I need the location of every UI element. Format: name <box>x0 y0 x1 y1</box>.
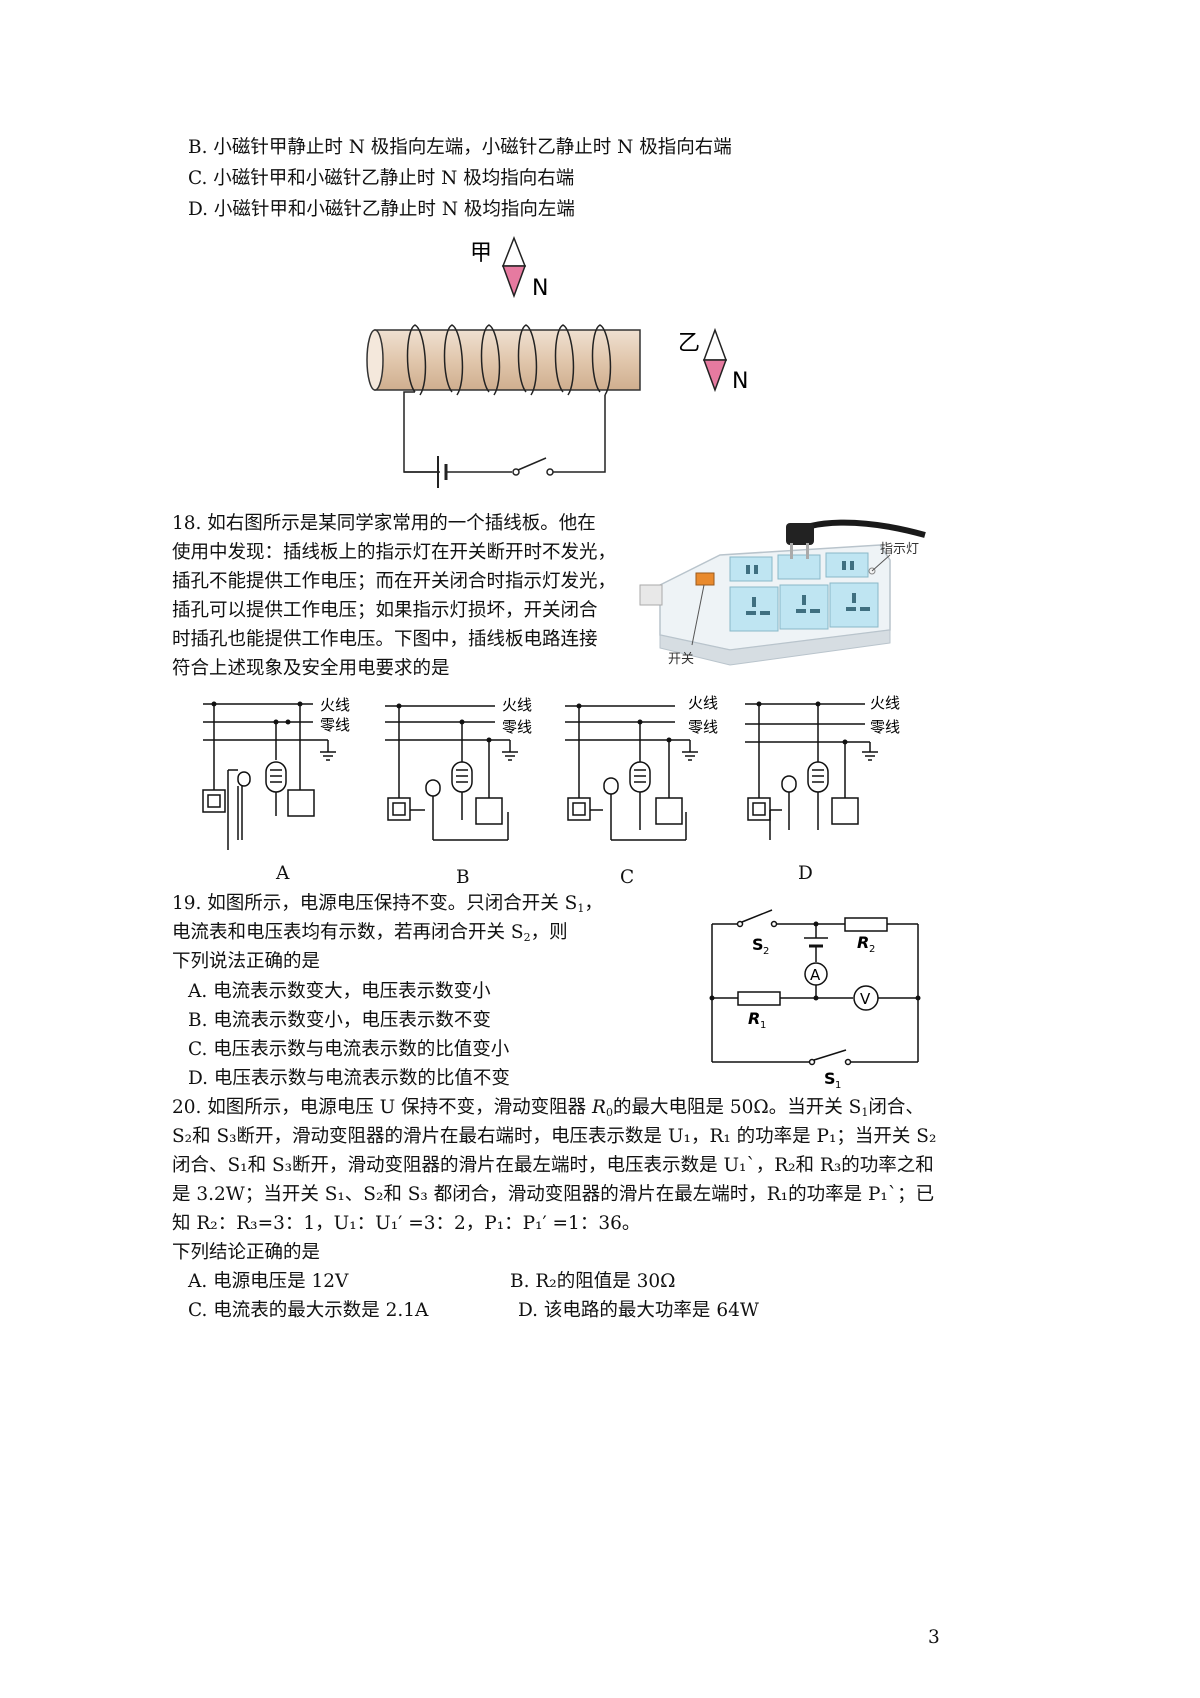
svg-text:1: 1 <box>760 1020 766 1031</box>
q18-line-4: 插孔可以提供工作电压；如果指示灯损坏，开关闭合 <box>172 600 598 621</box>
label-yi: 乙 <box>678 331 700 356</box>
label-n-jia: N <box>532 276 548 301</box>
q17-option-c: C. 小磁针甲和小磁针乙静止时 N 极均指向右端 <box>188 168 575 189</box>
q19-line-1: 19. 如图所示，电源电压保持不变。只闭合开关 S1， <box>172 893 603 915</box>
q20-line-6: 下列结论正确的是 <box>172 1242 321 1263</box>
label-jia: 甲 <box>470 241 492 266</box>
q19-option-b: B. 电流表示数变小，电压表示数不变 <box>188 1010 491 1031</box>
iron-rod <box>366 329 641 391</box>
solenoid-figure: 甲 N 乙 N <box>366 235 748 488</box>
q20-line-4: 是 3.2W；当开关 S₁、S₂和 S₃ 都闭合，滑动变阻器的滑片在最左端时，R… <box>172 1184 935 1205</box>
live-label-d: 火线 <box>870 694 900 712</box>
q19-line-3: 下列说法正确的是 <box>172 951 321 972</box>
q20-option-c: C. 电流表的最大示数是 2.1A <box>188 1300 429 1321</box>
q17-option-b: B. 小磁针甲静止时 N 极指向左端，小磁针乙静止时 N 极指向右端 <box>188 137 732 158</box>
circuit-a-label: A <box>276 863 290 884</box>
circuit-option-d: 火线 零线 <box>745 694 900 840</box>
page-number: 3 <box>928 1627 940 1648</box>
svg-text:R: R <box>857 933 869 952</box>
q18-line-6: 符合上述现象及安全用电要求的是 <box>172 658 450 679</box>
q18-line-5: 时插孔也能提供工作电压。下图中，插线板电路连接 <box>172 629 598 650</box>
q20-line-5: 知 R₂：R₃=3：1，U₁：U₁′ =3：2，P₁：P₁′ =1：36。 <box>172 1213 641 1234</box>
compass-yi-icon <box>702 327 728 393</box>
plug-icon <box>786 523 814 559</box>
circuit-c-label: C <box>620 867 635 888</box>
switch-label: 开关 <box>668 652 694 667</box>
circuit-option-b: 火线 零线 <box>385 696 532 841</box>
q17-option-d: D. 小磁针甲和小磁针乙静止时 N 极均指向左端 <box>188 199 575 220</box>
svg-text:S: S <box>752 935 764 954</box>
live-label-a: 火线 <box>320 696 350 714</box>
neutral-label-c: 零线 <box>688 718 718 736</box>
neutral-label-a: 零线 <box>320 716 350 734</box>
neutral-label-d: 零线 <box>870 718 900 736</box>
svg-text:2: 2 <box>869 944 875 955</box>
q20-option-b: B. R₂的阻值是 30Ω <box>510 1271 676 1292</box>
q20-option-d: D. 该电路的最大功率是 64W <box>518 1300 759 1321</box>
ammeter-icon: A <box>810 966 821 984</box>
q18-line-2: 使用中发现：插线板上的指示灯在开关断开时不发光， <box>172 542 617 563</box>
svg-text:1: 1 <box>835 1080 841 1091</box>
q20-line-1: 20. 如图所示，电源电压 U 保持不变，滑动变阻器 R0的最大电阻是 50Ω。… <box>172 1097 924 1119</box>
q20-line-2: S₂和 S₃断开，滑动变阻器的滑片在最右端时，电压表示数是 U₁，R₁ 的功率是… <box>172 1126 937 1147</box>
q20-option-a: A. 电源电压是 12V <box>188 1271 349 1292</box>
circuit-d-label: D <box>798 863 813 884</box>
q19-option-d: D. 电压表示数与电流表示数的比值不变 <box>188 1068 510 1089</box>
battery-icon <box>404 456 512 488</box>
svg-text:2: 2 <box>763 946 769 957</box>
neutral-label-b: 零线 <box>502 718 532 736</box>
svg-text:S: S <box>824 1069 836 1088</box>
live-label-c: 火线 <box>688 694 718 712</box>
indicator-label: 指示灯 <box>880 542 919 557</box>
svg-text:R: R <box>748 1009 760 1028</box>
label-n-yi: N <box>732 369 748 394</box>
q19-option-a: A. 电流表示数变大，电压表示数变小 <box>188 981 491 1002</box>
circuit-b-label: B <box>456 867 470 888</box>
q19-option-c: C. 电压表示数与电流表示数的比值变小 <box>188 1039 510 1060</box>
q20-line-3: 闭合、S₁和 S₃断开，滑动变阻器的滑片在最左端时，电压表示数是 U₁`，R₂和… <box>172 1155 934 1176</box>
q18-line-1: 18. 如右图所示是某同学家常用的一个插线板。他在 <box>172 513 596 534</box>
live-label-b: 火线 <box>502 696 532 714</box>
switch-button-icon <box>695 572 715 586</box>
circuit-option-a: 火线 零线 <box>202 696 350 850</box>
circuit-option-c: 火线 零线 <box>565 694 718 841</box>
switch-icon <box>512 457 554 476</box>
coil-wire <box>403 324 612 473</box>
compass-jia-icon <box>501 235 527 299</box>
q18-line-3: 插孔不能提供工作电压；而在开关闭合时指示灯发光， <box>172 571 617 592</box>
voltmeter-icon: V <box>860 990 871 1008</box>
power-strip-figure: 指示灯 开关 <box>639 519 926 667</box>
q19-line-2: 电流表和电压表均有示数，若再闭合开关 S2，则 <box>172 922 568 944</box>
